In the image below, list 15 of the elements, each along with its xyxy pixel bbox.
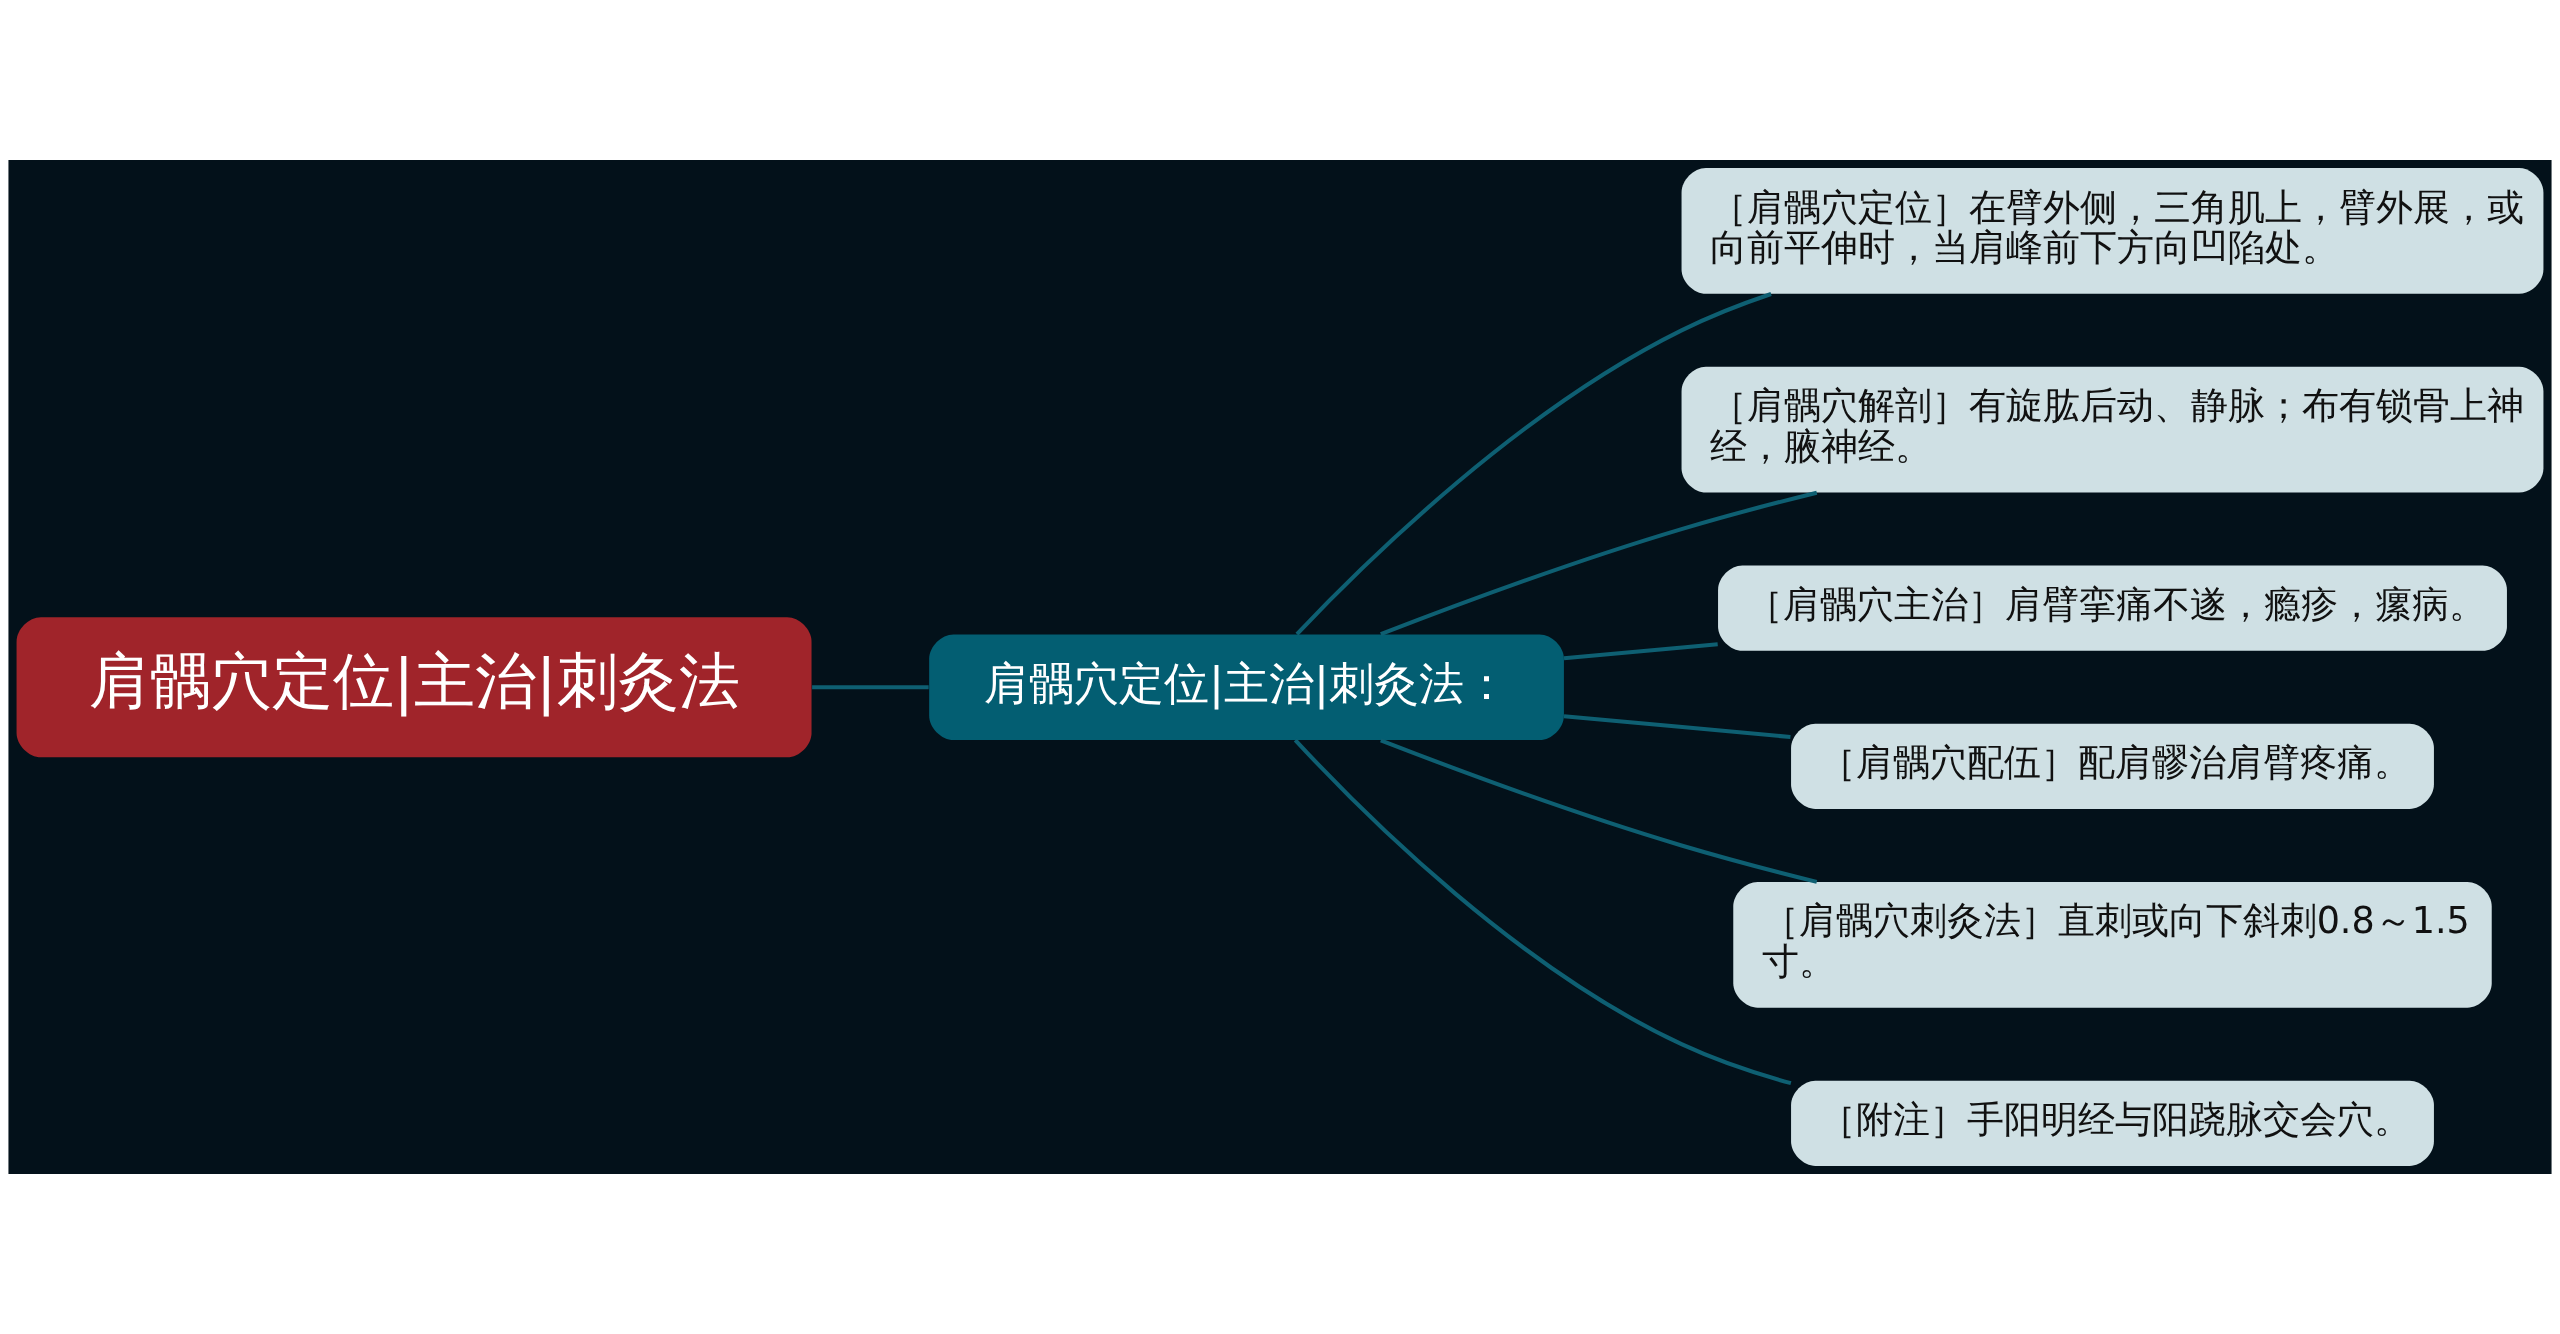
connector <box>1293 738 1792 1086</box>
connector <box>1563 642 1718 661</box>
node-box: ［肩髃穴定位］在臂外侧，三角肌上，臂外展，或向前平伸时，当肩峰前下方向凹陷处。 <box>1681 168 2544 294</box>
node-box: ［肩髃穴刺灸法］直刺或向下斜刺0.8～1.5寸。 <box>1733 881 2492 1008</box>
node-box: ［附注］手阳明经与阳跷脉交会穴。 <box>1791 1080 2434 1166</box>
connector <box>1563 714 1791 740</box>
connector <box>1380 490 1818 637</box>
connector <box>1295 292 1772 636</box>
connector <box>1380 738 1818 884</box>
node-box: ［肩髃穴主治］肩臂挛痛不遂，瘾疹，瘰病。 <box>1718 565 2507 651</box>
node-box: ［肩髃穴解剖］有旋肱后动、静脉；布有锁骨上神经，腋神经。 <box>1681 366 2544 493</box>
node-box: 肩髃穴定位|主治|刺灸法： <box>929 634 1564 740</box>
node-box: ［肩髃穴配伍］配肩髎治肩臂疼痛。 <box>1791 723 2434 809</box>
connector <box>812 685 929 690</box>
node-box: 肩髃穴定位|主治|刺灸法 <box>16 617 812 758</box>
